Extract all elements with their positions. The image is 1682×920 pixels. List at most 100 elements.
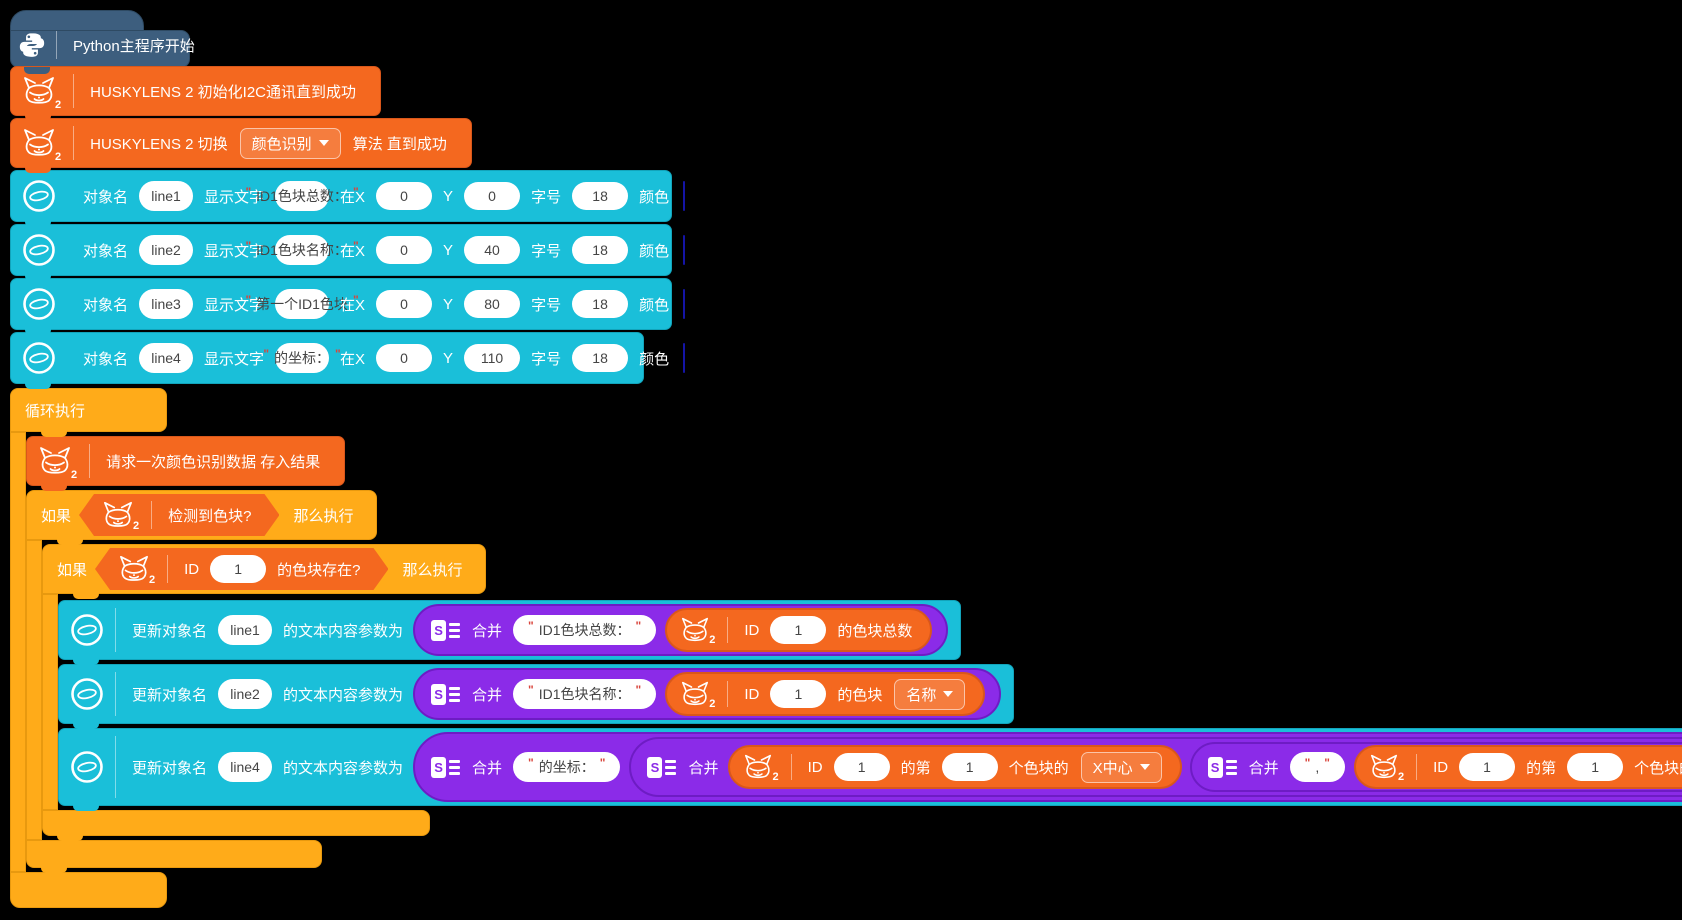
join-block-outer[interactable]: S 合并 "的坐标：" S 合并 2 ID 1 的第 1 个色块的 X中心: [413, 732, 1682, 802]
y-center-reporter[interactable]: 2 ID 1 的第 1 个色块的 Y中心: [1353, 745, 1682, 789]
if-id-exists-header[interactable]: 如果 2 ID 1 的色块存在? 那么执行: [42, 544, 486, 599]
size-input[interactable]: 18: [572, 290, 629, 318]
huskylens-init-block[interactable]: 2 HUSKYLENS 2 初始化I2C通讯直到成功: [10, 66, 382, 121]
string-input[interactable]: "的坐标：": [513, 752, 621, 782]
object-name-input[interactable]: line4: [218, 752, 273, 782]
id-input[interactable]: 1: [1459, 753, 1516, 781]
y-input[interactable]: 0: [464, 182, 521, 210]
property-dropdown[interactable]: 名称: [894, 678, 966, 710]
update-text-block-line4[interactable]: 更新对象名 line4 的文本内容参数为 S 合并 "的坐标：" S 合并 2 …: [58, 728, 1682, 811]
if-detected-header[interactable]: 如果 2 检测到色块? 那么执行: [26, 490, 377, 545]
display-text-block-line2[interactable]: 对象名 line2 显示文字 "ID1色块名称：" 在X 0 Y 40 字号 1…: [10, 224, 686, 281]
object-name-input[interactable]: line3: [139, 289, 194, 319]
object-name-input[interactable]: line2: [218, 679, 273, 709]
x-center-reporter[interactable]: 2 ID 1 的第 1 个色块的 X中心: [728, 745, 1182, 789]
id-input[interactable]: 1: [833, 753, 890, 781]
quote-mark: ": [335, 347, 341, 361]
index-input[interactable]: 1: [941, 753, 998, 781]
string-input[interactable]: "ID1色块总数：": [513, 615, 657, 645]
icon-subscript: 2: [133, 520, 140, 532]
huskylens-icon: [37, 445, 73, 477]
join-block-middle[interactable]: S 合并 2 ID 1 的第 1 个色块的 X中心 S: [629, 737, 1682, 797]
text-input[interactable]: "的坐标：": [263, 343, 341, 373]
id-input[interactable]: 1: [770, 616, 827, 644]
divider: [790, 754, 792, 780]
x-input[interactable]: 0: [376, 236, 433, 264]
y-label: Y: [443, 241, 454, 259]
loop-bottom-bar: [10, 872, 167, 908]
size-input[interactable]: 18: [572, 236, 629, 264]
switch-prefix: HUSKYLENS 2 切换: [90, 135, 228, 153]
color-swatch[interactable]: [683, 235, 686, 265]
y-input[interactable]: 110: [464, 344, 521, 372]
x-input[interactable]: 0: [376, 182, 433, 210]
join-block[interactable]: S 合并 "ID1色块名称：" 2 ID 1 的色块 名称: [413, 668, 1002, 720]
display-text-block-line3[interactable]: 对象名 line3 显示文字 "第一个ID1色块" 在X 0 Y 80 字号 1…: [10, 278, 686, 335]
x-input[interactable]: 0: [376, 290, 433, 318]
string-value: ID1色块名称：: [538, 686, 631, 702]
display-text-block-line1[interactable]: 对象名 line1 显示文字 "ID1色块总数：" 在X 0 Y 0 字号 18…: [10, 170, 686, 227]
id-input[interactable]: 1: [770, 680, 827, 708]
detected-condition-block[interactable]: 2 检测到色块?: [79, 494, 279, 536]
connector-tab: [25, 382, 51, 389]
then-label: 那么执行: [402, 561, 463, 579]
y-input[interactable]: 80: [464, 290, 521, 318]
chevron-down-icon: [943, 691, 954, 697]
text-input[interactable]: "第一个ID1色块": [245, 289, 359, 319]
size-input[interactable]: 18: [572, 344, 629, 372]
property-dropdown[interactable]: X中心: [1080, 751, 1162, 783]
object-name-label: 对象名: [83, 188, 129, 206]
join-label: 合并: [472, 622, 503, 640]
index-input[interactable]: 1: [1567, 753, 1624, 781]
display-text-block-line4[interactable]: 对象名 line4 显示文字 "的坐标：" 在X 0 Y 110 字号 18 颜…: [10, 332, 686, 389]
connector-tab: [57, 538, 83, 545]
string-input[interactable]: "ID1色块名称：": [513, 679, 657, 709]
init-label: HUSKYLENS 2 初始化I2C通讯直到成功: [90, 83, 357, 101]
y-input[interactable]: 40: [464, 236, 521, 264]
object-name-input[interactable]: line4: [139, 343, 194, 373]
update-text-block-line2[interactable]: 更新对象名 line2 的文本内容参数为 S 合并 "ID1色块名称：" 2 I…: [58, 664, 1015, 729]
text-value: ID1色块总数：: [256, 188, 348, 204]
font-size-label: 字号: [531, 188, 562, 206]
update-text-block-line1[interactable]: 更新对象名 line1 的文本内容参数为 S 合并 "ID1色块总数：" 2 I…: [58, 600, 962, 665]
id-input[interactable]: 1: [210, 555, 266, 583]
connector-tab: [25, 166, 51, 173]
id-label: ID: [807, 758, 823, 776]
string-value: 的坐标：: [538, 759, 595, 775]
string-input[interactable]: ",": [1289, 752, 1345, 782]
algorithm-value: 颜色识别: [251, 135, 312, 153]
python-start-hat-block[interactable]: Python主程序开始: [10, 10, 195, 74]
block-name-reporter[interactable]: 2 ID 1 的色块 名称: [665, 672, 986, 716]
loop-left-column: [10, 432, 26, 872]
block-suffix-label: 的色块: [837, 686, 883, 704]
id-exists-condition-block[interactable]: 2 ID 1 的色块存在?: [95, 548, 388, 590]
block-count-reporter[interactable]: 2 ID 1 的色块总数: [665, 608, 933, 652]
quote-mark: ": [1324, 756, 1330, 770]
request-data-block[interactable]: 2 请求一次颜色识别数据 存入结果: [26, 436, 346, 491]
request-label: 请求一次颜色识别数据 存入结果: [106, 453, 321, 471]
color-swatch[interactable]: [683, 343, 686, 373]
text-input[interactable]: "ID1色块名称：": [245, 235, 359, 265]
id-label: ID: [744, 685, 760, 703]
algorithm-dropdown[interactable]: 颜色识别: [239, 127, 341, 159]
join-block-inner[interactable]: S 合并 "," 2 ID 1 的第 1 个色块的 Y中心: [1189, 742, 1682, 792]
quote-mark: ": [245, 293, 252, 307]
font-size-label: 字号: [531, 350, 562, 368]
object-name-input[interactable]: line2: [139, 235, 194, 265]
show-text-label: 显示文字: [204, 296, 265, 314]
size-input[interactable]: 18: [572, 182, 629, 210]
display-object-icon: [69, 676, 105, 712]
object-name-input[interactable]: line1: [139, 181, 194, 211]
text-input[interactable]: "ID1色块总数：": [245, 181, 359, 211]
display-object-icon: [21, 340, 57, 376]
join-block[interactable]: S 合并 "ID1色块总数：" 2 ID 1 的色块总数: [413, 604, 949, 656]
color-swatch[interactable]: [683, 289, 686, 319]
object-name-input[interactable]: line1: [218, 615, 273, 645]
text-value: 的坐标：: [274, 350, 331, 366]
update-suffix-label: 的文本内容参数为: [283, 622, 404, 640]
loop-header[interactable]: 循环执行: [10, 388, 167, 437]
huskylens-switch-block[interactable]: 2 HUSKYLENS 2 切换 颜色识别 算法 直到成功: [10, 118, 472, 173]
color-swatch[interactable]: [683, 181, 686, 211]
connector-tab: [25, 328, 51, 335]
x-input[interactable]: 0: [376, 344, 433, 372]
